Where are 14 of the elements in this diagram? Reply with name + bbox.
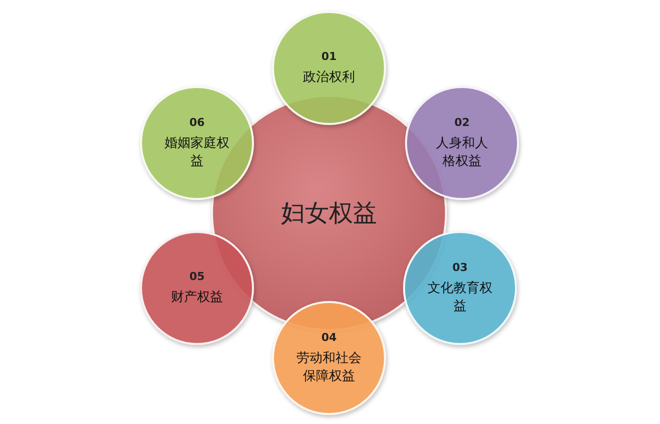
topic-label: 政治权利: [302, 68, 356, 86]
topic-label: 财产权益: [170, 288, 224, 306]
topic-label: 劳动和社会保障权益: [296, 350, 362, 386]
topic-label: 婚姻家庭权益: [164, 134, 230, 170]
center-title: 妇女权益: [281, 198, 377, 229]
item-number: 06: [189, 116, 205, 129]
item-number: 01: [321, 50, 337, 63]
topic-label: 文化教育权益: [427, 280, 493, 316]
item-number: 03: [452, 260, 468, 274]
item-number: 02: [454, 116, 470, 129]
item-number: 04: [321, 330, 337, 344]
topic-label: 人身和人格权益: [435, 134, 489, 170]
item-number: 05: [189, 270, 205, 283]
topic-circle: [272, 301, 386, 415]
